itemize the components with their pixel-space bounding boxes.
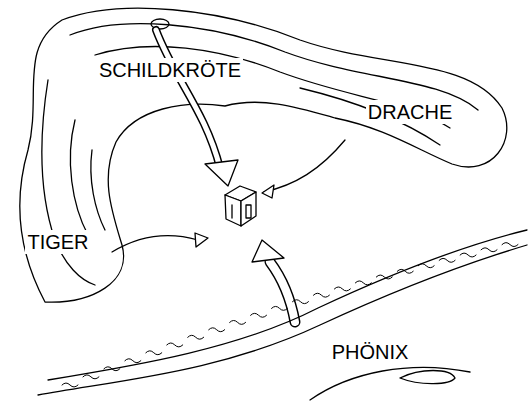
wave-stroke bbox=[83, 375, 99, 379]
tiger-arrow bbox=[112, 236, 198, 252]
wave-stroke bbox=[146, 351, 162, 355]
contour-line bbox=[70, 24, 478, 110]
phoenix-hill bbox=[310, 367, 470, 400]
region-label: DRACHE bbox=[366, 100, 454, 124]
wave-stroke bbox=[418, 264, 434, 268]
wave-stroke bbox=[397, 269, 413, 273]
mountain-outline bbox=[20, 8, 507, 302]
phoenix-hill bbox=[400, 371, 455, 384]
region-label: TIGER bbox=[25, 230, 90, 254]
wave-stroke bbox=[439, 258, 455, 262]
dragon-arrow bbox=[264, 140, 345, 192]
wave-stroke bbox=[188, 335, 204, 339]
wave-stroke bbox=[376, 275, 392, 279]
river-bank bbox=[38, 245, 527, 395]
turtle-arrow bbox=[156, 30, 220, 168]
dragon-arrowhead bbox=[262, 185, 274, 198]
phoenix-arrow bbox=[270, 262, 295, 322]
turtle-arrowhead bbox=[205, 160, 238, 186]
region-label: SCHILDKRÖTE bbox=[97, 58, 243, 82]
wave-stroke bbox=[104, 367, 120, 371]
phoenix-arrow-inner bbox=[270, 262, 295, 322]
wave-stroke bbox=[251, 313, 267, 317]
wave-stroke bbox=[209, 328, 225, 332]
wave-stroke bbox=[167, 343, 183, 347]
region-label: PHÖNIX bbox=[330, 340, 411, 364]
contour-line bbox=[70, 120, 88, 235]
wave-stroke bbox=[481, 248, 497, 252]
wave-stroke bbox=[502, 243, 518, 247]
phoenix-arrowhead bbox=[252, 240, 284, 262]
turtle-arrow-inner bbox=[156, 30, 220, 168]
wave-stroke bbox=[460, 253, 476, 257]
wave-stroke bbox=[355, 281, 371, 285]
house-symbol bbox=[225, 186, 256, 226]
wave-stroke bbox=[272, 306, 288, 310]
wave-stroke bbox=[292, 300, 308, 304]
contour-line bbox=[42, 80, 95, 285]
wave-stroke bbox=[313, 293, 329, 297]
tiger-arrowhead bbox=[195, 233, 208, 247]
wave-stroke bbox=[230, 320, 246, 324]
wave-stroke bbox=[125, 359, 141, 363]
contour-line bbox=[91, 150, 105, 230]
river-waves bbox=[62, 243, 518, 387]
wave-stroke bbox=[334, 287, 350, 291]
wave-stroke bbox=[62, 383, 78, 387]
river-bank bbox=[48, 230, 527, 380]
